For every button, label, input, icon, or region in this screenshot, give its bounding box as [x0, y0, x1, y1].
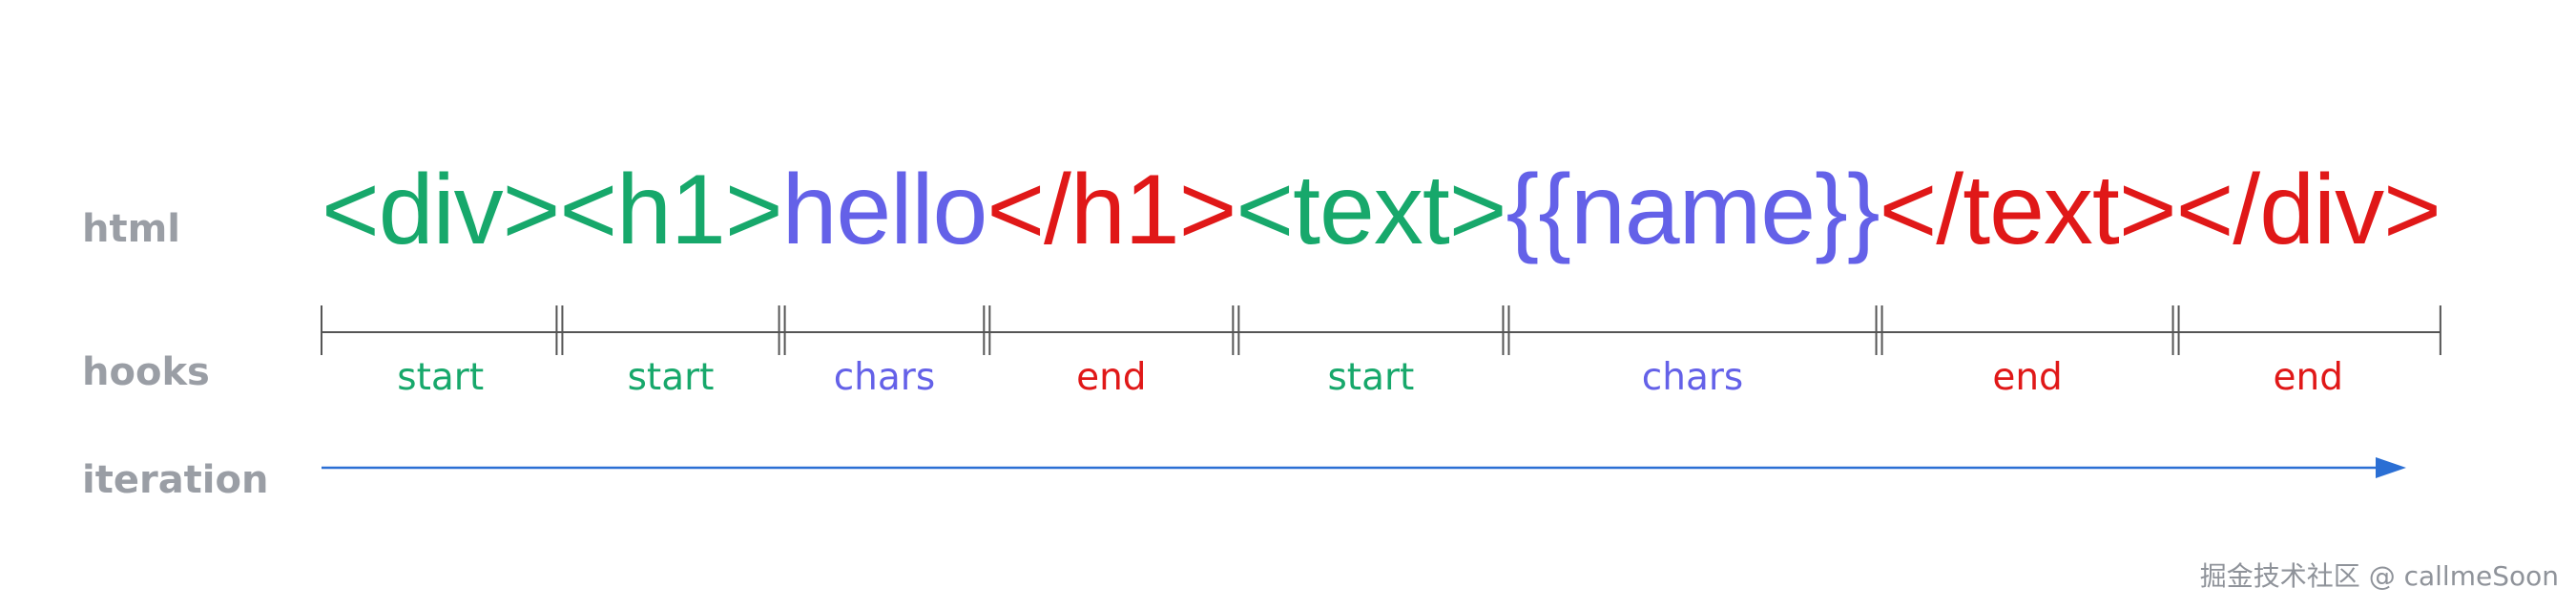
- hook-label-end: end: [1992, 356, 2063, 399]
- iteration-arrow: [322, 457, 2406, 478]
- token-start: <text>: [1236, 155, 1506, 265]
- hook-label-chars: chars: [1641, 356, 1744, 399]
- token-chars: {{name}}: [1506, 155, 1880, 265]
- iteration-arrow-head: [2376, 457, 2406, 478]
- hook-label-start: start: [397, 356, 485, 399]
- row-label-iteration: iteration: [82, 458, 269, 502]
- row-label-html: html: [82, 207, 180, 251]
- row-label-hooks: hooks: [82, 350, 210, 394]
- token-start: <h1>: [559, 155, 782, 265]
- html-source-line: <div><h1>hello</h1><text>{{name}}</text>…: [322, 160, 2441, 260]
- token-end: </h1>: [987, 155, 1236, 265]
- hook-label-start: start: [627, 356, 715, 399]
- token-end: </text>: [1879, 155, 2177, 265]
- watermark: 掘金技术社区 @ callmeSoon: [2199, 560, 2559, 592]
- token-start: <div>: [322, 155, 560, 265]
- token-end: </div>: [2175, 155, 2441, 265]
- hook-boundaries: [321, 305, 2441, 355]
- hook-label-chars: chars: [833, 356, 936, 399]
- token-chars: hello: [781, 155, 988, 265]
- hook-label-start: start: [1327, 356, 1415, 399]
- hook-label-end: end: [1076, 356, 1147, 399]
- hook-label-end: end: [2273, 356, 2343, 399]
